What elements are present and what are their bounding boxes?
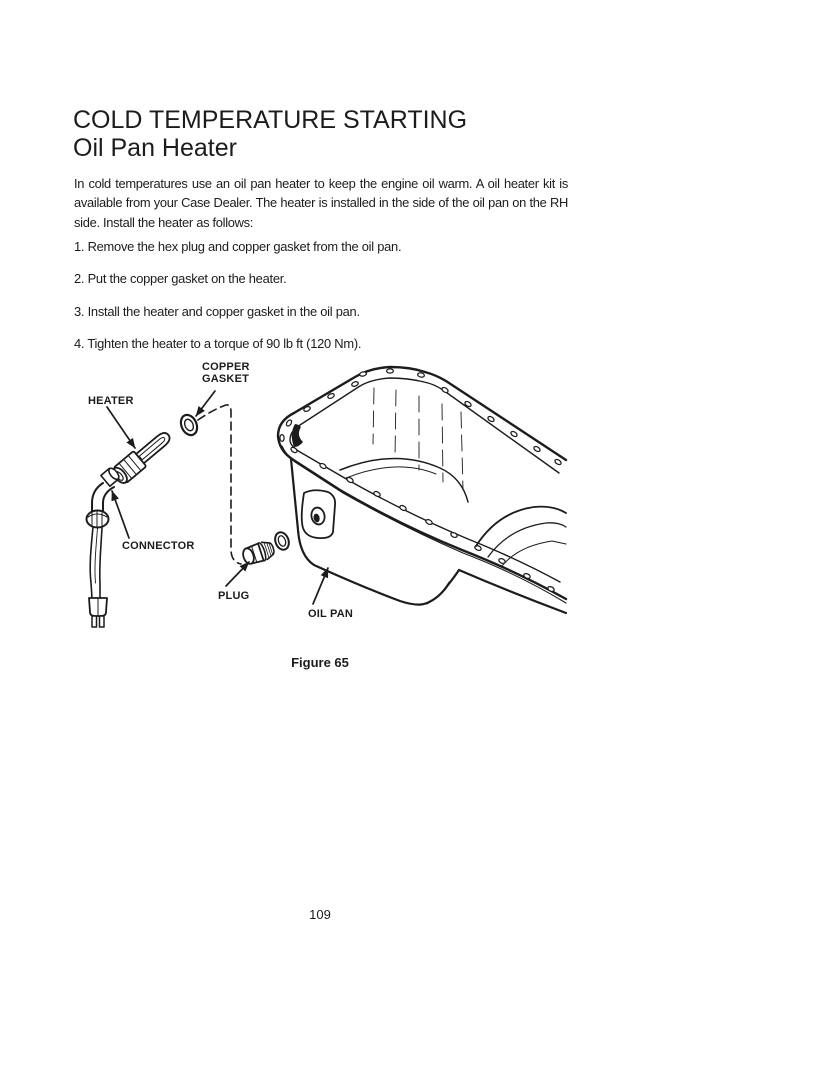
heater-drawing	[112, 432, 171, 484]
copper-gasket-arrow	[195, 390, 216, 417]
page-subtitle: Oil Pan Heater	[73, 134, 237, 162]
plug-drawing	[242, 541, 275, 565]
connector-arrow	[111, 490, 130, 539]
page-title: COLD TEMPERATURE STARTING	[73, 106, 468, 134]
step-item-1: 1. Remove the hex plug and copper gasket…	[74, 239, 402, 254]
leader-arrows	[106, 390, 329, 605]
step-item-2: 2. Put the copper gasket on the heater.	[74, 271, 287, 286]
plug-arrow	[225, 561, 250, 587]
plug-gasket-drawing	[274, 531, 290, 551]
figure-caption: Figure 65	[291, 655, 349, 670]
oil-pan-arrow	[312, 567, 329, 605]
label-heater: HEATER	[88, 395, 134, 407]
copper-gasket-drawing	[179, 413, 199, 437]
figure-65: COPPER GASKET HEATER CONNECTOR PLUG OIL …	[70, 355, 570, 650]
oil-pan-drawing	[276, 365, 568, 615]
oil-pan-illustration	[85, 365, 568, 628]
step-item-3: 3. Install the heater and copper gasket …	[74, 304, 360, 319]
step-item-4: 4. Tighten the heater to a torque of 90 …	[74, 336, 362, 351]
label-plug: PLUG	[218, 590, 250, 602]
heater-arrow	[106, 406, 136, 449]
label-copper-gasket: COPPER GASKET	[202, 361, 250, 385]
connector-drawing	[85, 467, 120, 628]
page-number: 109	[309, 907, 331, 922]
intro-paragraph: In cold temperatures use an oil pan heat…	[74, 176, 568, 230]
label-oil-pan: OIL PAN	[308, 608, 353, 620]
label-connector: CONNECTOR	[122, 540, 195, 552]
dashed-guide-line	[197, 404, 242, 565]
